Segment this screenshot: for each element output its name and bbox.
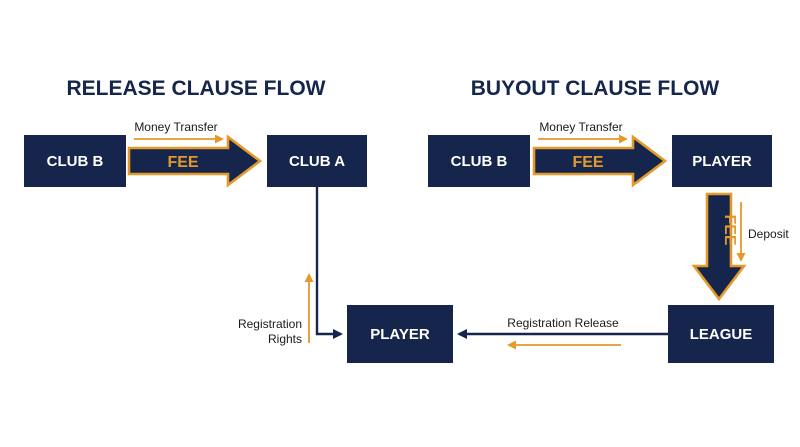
release-registration-label-line1: Registration <box>238 317 302 331</box>
buyout-money-transfer-label: Money Transfer <box>539 120 622 134</box>
buyout-registration-release-label: Registration Release <box>507 316 619 330</box>
release-club-b-label: CLUB B <box>47 153 104 170</box>
buyout-fee-arrow: FEE <box>532 134 668 188</box>
buyout-deposit-fee-arrow: FEE <box>691 192 747 302</box>
release-registration-label-line2: Rights <box>268 332 302 346</box>
release-clause-flow: RELEASE CLAUSE FLOW CLUB B CLUB A PLAYER… <box>24 77 453 363</box>
buyout-player-box: PLAYER <box>672 135 772 187</box>
release-fee-arrow: FEE <box>127 134 263 188</box>
release-player-box: PLAYER <box>347 305 453 363</box>
buyout-player-label: PLAYER <box>692 153 752 170</box>
release-flow-title: RELEASE CLAUSE FLOW <box>66 77 325 100</box>
buyout-vertical-fee-label: FEE <box>721 214 738 245</box>
buyout-clause-flow: BUYOUT CLAUSE FLOW CLUB B PLAYER LEAGUE … <box>428 77 789 363</box>
buyout-club-b-label: CLUB B <box>451 153 508 170</box>
release-club-a-box: CLUB A <box>267 135 367 187</box>
buyout-club-b-box: CLUB B <box>428 135 530 187</box>
buyout-flow-title: BUYOUT CLAUSE FLOW <box>471 77 720 100</box>
buyout-deposit-label: Deposit <box>748 227 789 241</box>
buyout-league-label: LEAGUE <box>690 326 753 343</box>
buyout-fee-label: FEE <box>572 154 603 171</box>
release-club-a-to-player-connector <box>315 187 343 339</box>
release-money-transfer-label: Money Transfer <box>134 120 217 134</box>
release-player-label: PLAYER <box>370 326 430 343</box>
release-club-b-box: CLUB B <box>24 135 126 187</box>
buyout-league-box: LEAGUE <box>668 305 774 363</box>
release-fee-label: FEE <box>167 154 198 171</box>
release-club-a-label: CLUB A <box>289 153 345 170</box>
